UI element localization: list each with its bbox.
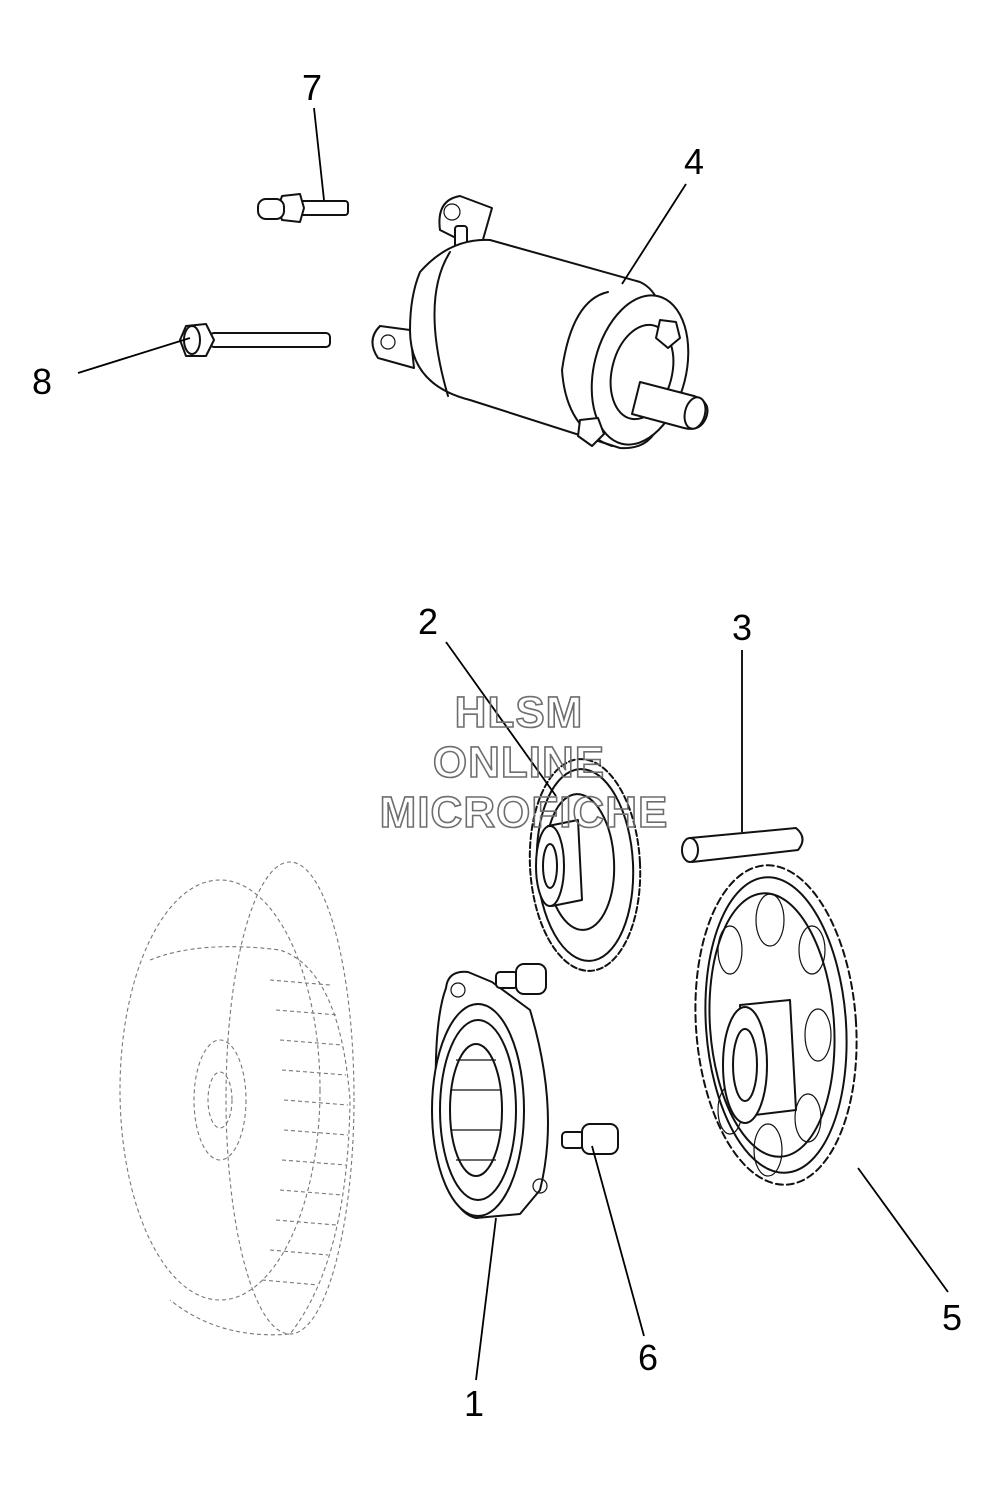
leader-5 <box>857 1167 949 1293</box>
callout-2: 2 <box>418 601 438 642</box>
part-2-idler-gear <box>528 758 642 972</box>
flywheel-teeth <box>261 979 349 1286</box>
leader-8 <box>77 337 191 374</box>
callout-7: 7 <box>302 67 322 108</box>
callout-1: 1 <box>464 1383 484 1424</box>
part-3-pin <box>681 827 804 863</box>
flywheel-phantom <box>119 861 355 1336</box>
callout-5: 5 <box>942 1297 962 1338</box>
leader-2 <box>445 641 557 797</box>
part-8-bolt <box>179 323 331 357</box>
watermark-line-3: MICROFICHE <box>380 788 669 837</box>
leader-1 <box>475 1217 497 1381</box>
watermark-line-2: ONLINE <box>433 738 605 787</box>
leader-6 <box>591 1145 645 1337</box>
leader-4 <box>621 183 687 285</box>
part-6-screws <box>495 963 619 1155</box>
watermark-line-1: HLSM <box>455 688 584 737</box>
part-7-bolt <box>257 193 349 223</box>
callout-6: 6 <box>638 1337 658 1378</box>
part-4-starter-motor <box>371 195 709 450</box>
part-5-large-gear <box>694 864 858 1186</box>
leader-lines <box>77 107 949 1381</box>
watermark: HLSM ONLINE MICROFICHE <box>379 687 669 838</box>
callout-4: 4 <box>684 141 704 182</box>
callout-3: 3 <box>732 607 752 648</box>
leader-7 <box>313 107 325 201</box>
part-1-starter-clutch <box>431 970 549 1219</box>
callout-numbers: 7 4 8 2 3 5 6 1 <box>32 67 962 1424</box>
callout-8: 8 <box>32 361 52 402</box>
